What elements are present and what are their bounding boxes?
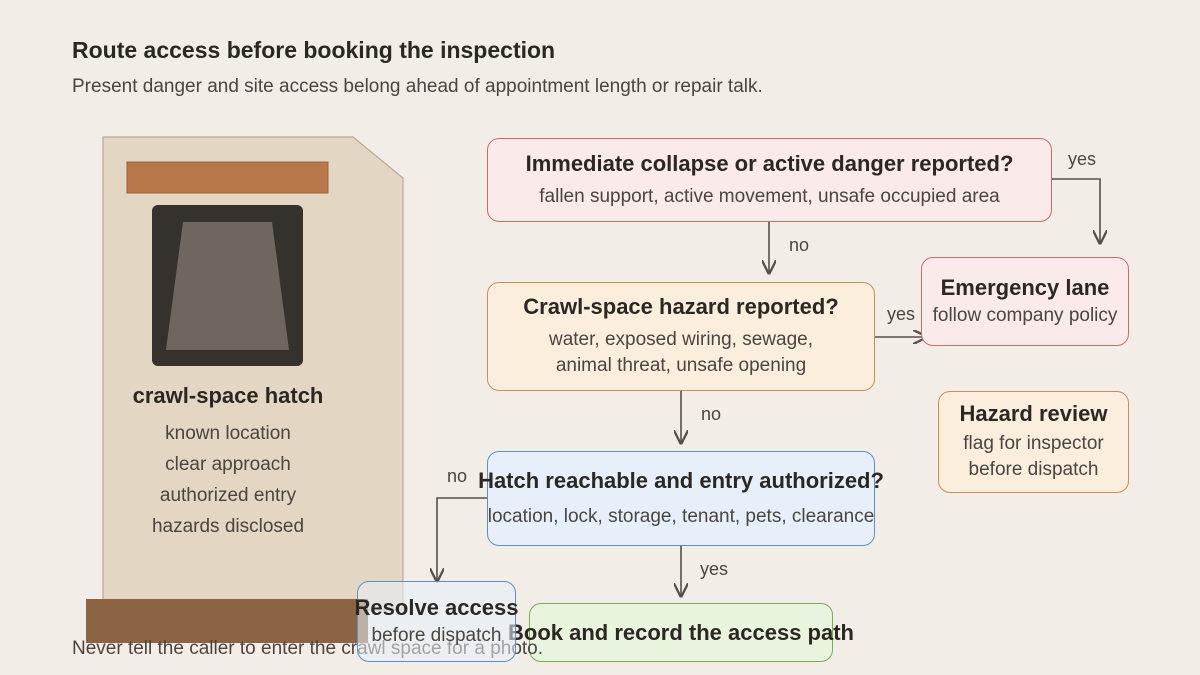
hatch-item: clear approach: [165, 454, 291, 475]
edge-hatch-no: [437, 497, 487, 581]
node-title: Hatch reachable and entry authorized?: [478, 467, 884, 493]
node-subtitle: water, exposed wiring, sewage,: [548, 329, 814, 350]
node-subtitle: before dispatch: [968, 459, 1099, 480]
node-book-inspection: Book and record the access path: [508, 603, 854, 662]
edge-label-crawl-no: no: [701, 404, 722, 424]
edge-label-danger-no: no: [789, 235, 810, 255]
edge-label-crawl-yes: yes: [887, 304, 916, 324]
hatch-label-plate: [126, 161, 329, 194]
node-subtitle: before dispatch: [371, 624, 502, 646]
node-crawl-hazard-question: Crawl-space hazard reported? water, expo…: [487, 282, 875, 391]
node-danger-question: Immediate collapse or active danger repo…: [487, 138, 1052, 222]
hatch-item: known location: [165, 423, 291, 444]
edge-label-danger-yes: yes: [1068, 149, 1097, 169]
hatch-checklist: known location clear approach authorized…: [103, 418, 353, 542]
page-title: Route access before booking the inspecti…: [72, 37, 556, 63]
node-title: Resolve access: [354, 594, 519, 620]
node-title: Immediate collapse or active danger repo…: [525, 150, 1014, 176]
node-hatch-access-question: Hatch reachable and entry authorized? lo…: [478, 451, 884, 546]
hatch-item: hazards disclosed: [151, 516, 305, 537]
node-subtitle: animal threat, unsafe opening: [555, 355, 807, 376]
edge-label-hatch-no: no: [447, 466, 468, 486]
node-title: Emergency lane: [940, 274, 1110, 300]
node-title: Crawl-space hazard reported?: [523, 294, 839, 319]
node-subtitle: fallen support, active movement, unsafe …: [539, 185, 1000, 207]
node-resolve-access: Resolve access before dispatch: [354, 581, 519, 662]
page-subtitle: Present danger and site access belong ah…: [72, 76, 763, 97]
node-emergency-lane: Emergency lane follow company policy: [921, 257, 1129, 346]
ground-slab: [86, 599, 368, 643]
edge-label-hatch-yes: yes: [700, 559, 729, 579]
node-subtitle: location, lock, storage, tenant, pets, c…: [487, 505, 875, 527]
node-subtitle: flag for inspector: [963, 433, 1104, 454]
node-subtitle: follow company policy: [932, 304, 1118, 326]
node-title: Book and record the access path: [508, 619, 854, 645]
hatch-passage: [166, 222, 289, 350]
edge-danger-yes: [1052, 178, 1100, 243]
node-title: Hazard review: [959, 401, 1108, 426]
node-hazard-review: Hazard review flag for inspector before …: [938, 391, 1129, 493]
hatch-item: authorized entry: [159, 485, 297, 506]
crawl-space-hatch-illustration: [86, 136, 404, 643]
hatch-title: crawl-space hatch: [132, 383, 324, 408]
